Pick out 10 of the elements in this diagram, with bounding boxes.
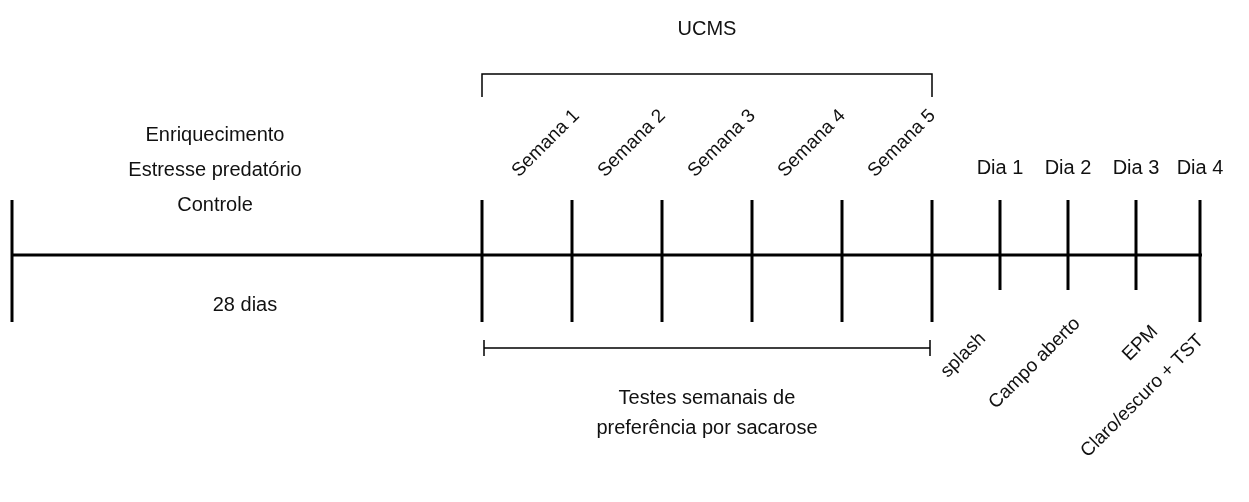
group-label: Estresse predatório (128, 157, 302, 181)
day-label: Dia 1 (976, 155, 1024, 179)
note-text: Testes semanais de preferência por sacarose (595, 385, 819, 440)
diagram-title: UCMS (677, 16, 737, 40)
group-label: Controle (177, 192, 253, 216)
day-label: Dia 4 (1176, 155, 1224, 179)
day-label: Dia 3 (1112, 155, 1160, 179)
day-label: Dia 2 (1044, 155, 1092, 179)
group-label: Enriquecimento (145, 122, 285, 146)
duration-label: 28 dias (212, 292, 278, 316)
